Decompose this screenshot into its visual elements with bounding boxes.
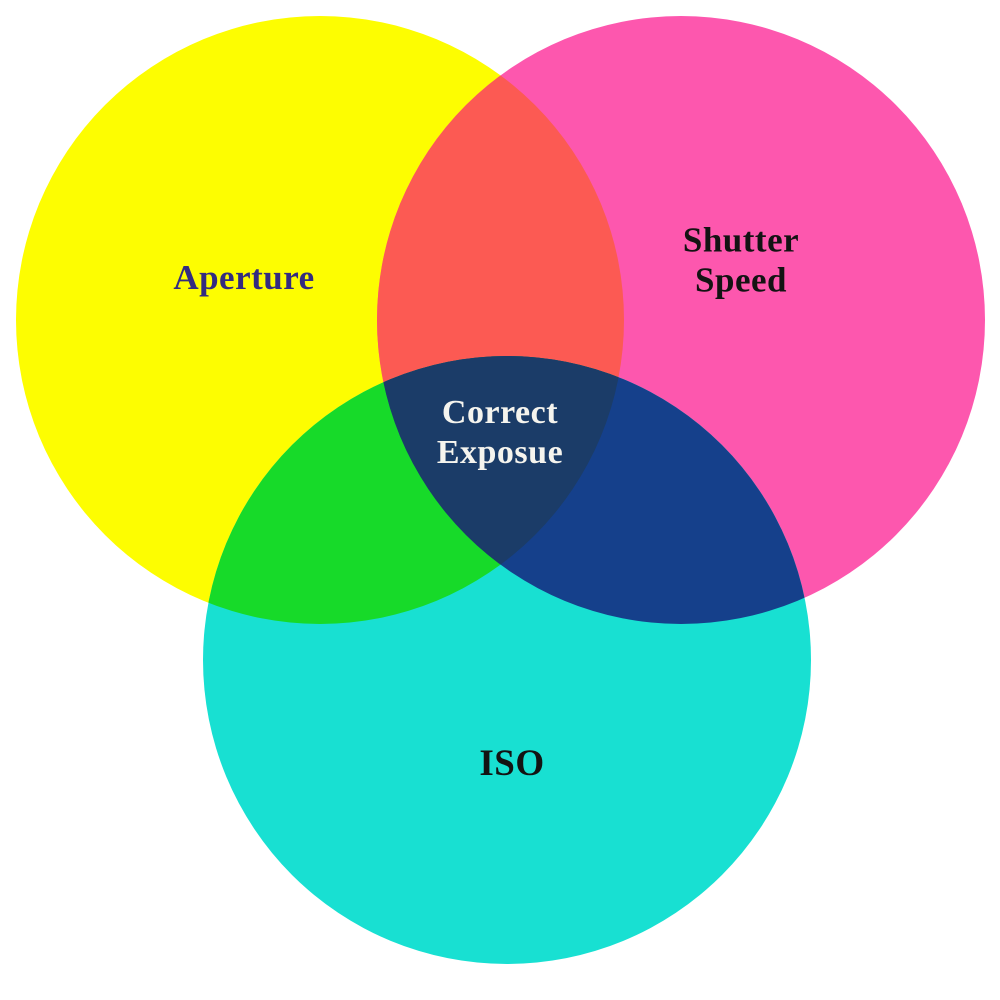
shutter-iso-overlap: [377, 356, 811, 624]
aperture-label: Aperture: [173, 258, 315, 298]
aperture-iso-overlap: [203, 356, 624, 624]
correct-exposure-label: Correct Exposue: [436, 394, 564, 471]
shutter-speed-label: Shutter Speed: [682, 220, 800, 299]
iso-label: ISO: [479, 743, 545, 785]
